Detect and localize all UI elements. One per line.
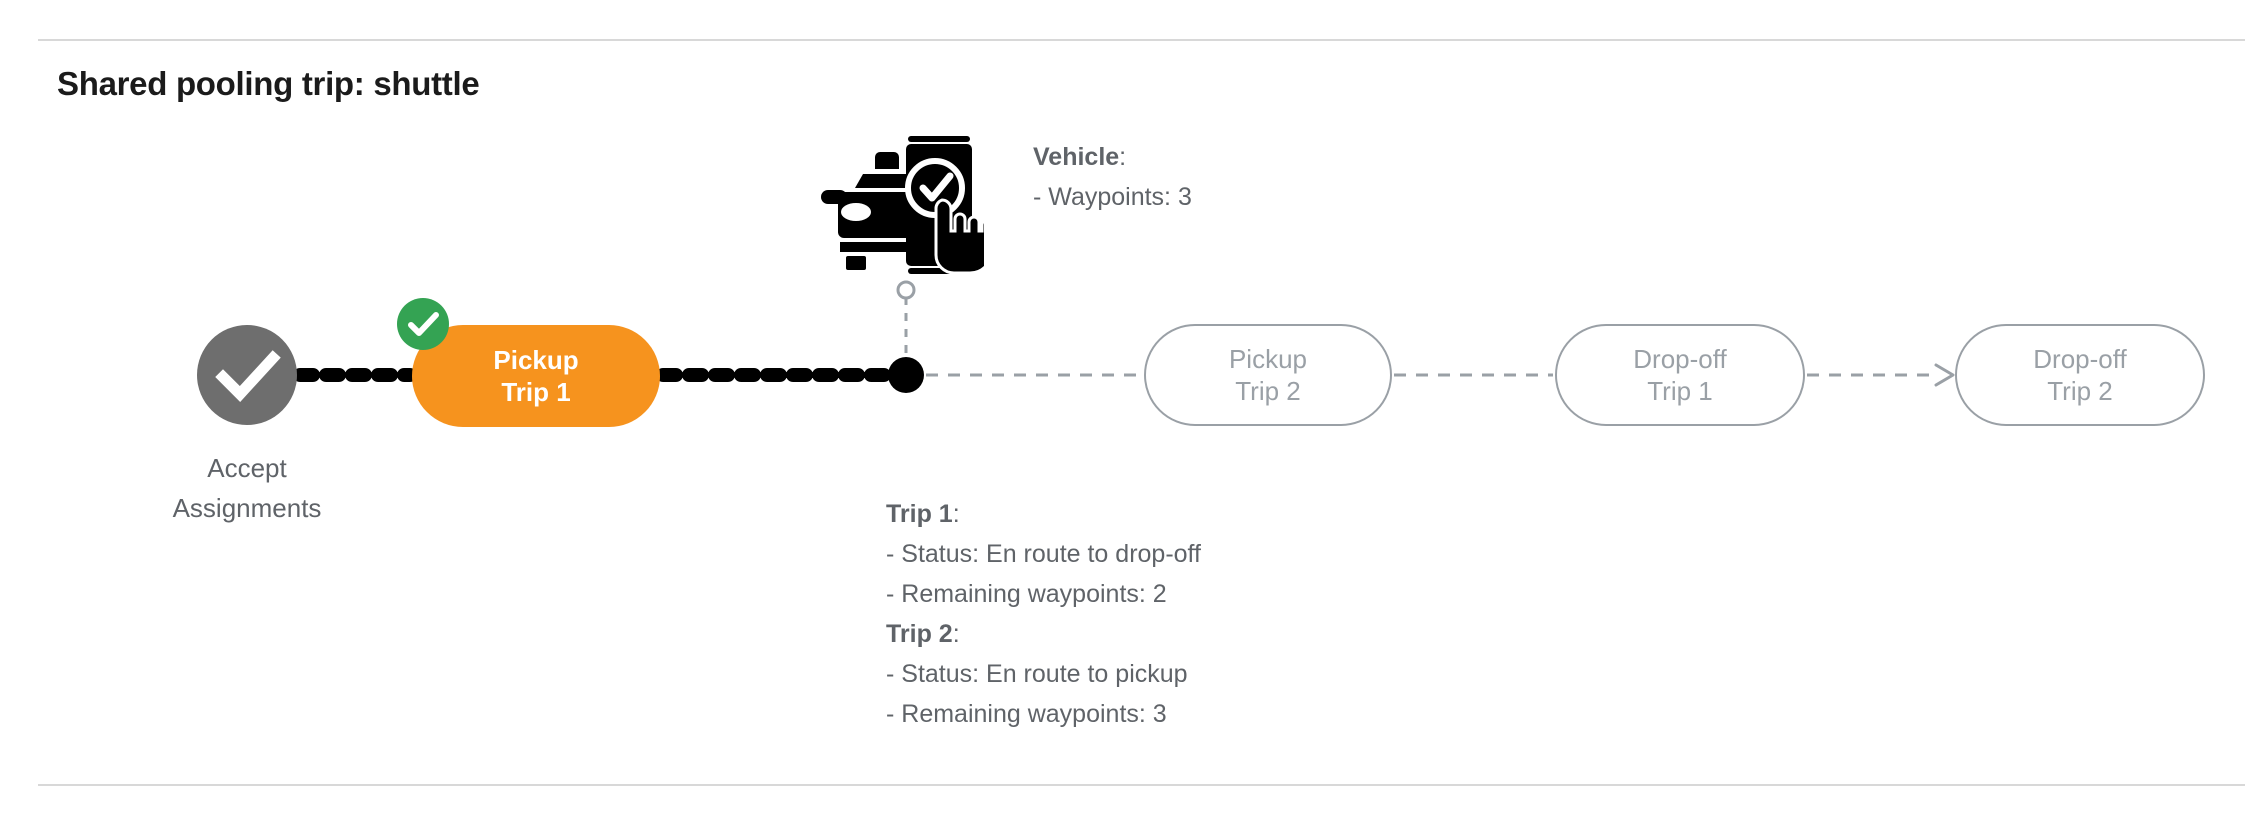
step-pill-dropoff-trip-1-line1: Drop-off bbox=[1633, 344, 1727, 374]
step-pill-dropoff-trip-2-line1: Drop-off bbox=[2033, 344, 2127, 374]
check-circle-icon bbox=[215, 350, 281, 402]
accept-assignments-label: Accept Assignments bbox=[117, 448, 377, 528]
step-pill-dropoff-trip-1-line2: Trip 1 bbox=[1647, 376, 1713, 406]
current-position-dot bbox=[888, 357, 924, 393]
step-pill-pickup-trip-2-line2: Trip 2 bbox=[1235, 376, 1301, 406]
trip-1-heading-label: Trip 1 bbox=[886, 500, 953, 528]
accept-assignments-node[interactable] bbox=[197, 325, 297, 425]
vehicle-info-heading: Vehicle: bbox=[1033, 137, 1192, 177]
trip-2-status-line: - Status: En route to pickup bbox=[886, 660, 1188, 688]
accept-assignments-label-line2: Assignments bbox=[172, 493, 322, 523]
step-pill-pickup-trip-2-line1: Pickup bbox=[1228, 344, 1308, 374]
trip-info-block: Trip 1: - Status: En route to drop-off -… bbox=[886, 494, 1201, 734]
step-pill-dropoff-trip-2-line2: Trip 2 bbox=[2047, 376, 2113, 406]
arrowhead-icon bbox=[1934, 363, 1955, 387]
trip-2-heading-colon: : bbox=[952, 620, 960, 648]
accept-assignments-circle bbox=[197, 325, 297, 425]
completed-check-badge bbox=[397, 298, 449, 350]
car-phone-check-icon bbox=[821, 136, 984, 275]
accept-assignments-label-line1: Accept bbox=[207, 453, 287, 483]
step-pill-pickup-trip-1[interactable]: Pickup Trip 1 bbox=[412, 325, 660, 427]
step-pill-pickup-trip-1-line1: Pickup bbox=[493, 345, 579, 375]
trip-1-status-line: - Status: En route to drop-off bbox=[886, 540, 1201, 568]
step-pill-dropoff-trip-2[interactable]: Drop-off Trip 2 bbox=[1955, 324, 2205, 426]
vehicle-info-block: Vehicle: - Waypoints: 3 bbox=[1033, 137, 1192, 217]
vehicle-waypoints-line: - Waypoints: 3 bbox=[1033, 183, 1192, 211]
trip-1-heading-colon: : bbox=[952, 500, 960, 528]
step-pill-pickup-trip-1-line2: Trip 1 bbox=[501, 377, 571, 407]
trip-2-waypoints-line: - Remaining waypoints: 3 bbox=[886, 700, 1167, 728]
step-pill-dropoff-trip-1[interactable]: Drop-off Trip 1 bbox=[1555, 324, 1805, 426]
trip-1-waypoints-line: - Remaining waypoints: 2 bbox=[886, 580, 1167, 608]
vehicle-info-heading-label: Vehicle bbox=[1033, 143, 1120, 171]
trip-1-heading: Trip 1: bbox=[886, 494, 1201, 534]
trip-2-heading-label: Trip 2 bbox=[886, 620, 953, 648]
top-divider bbox=[38, 39, 2245, 41]
bottom-divider bbox=[38, 784, 2245, 786]
page-title: Shared pooling trip: shuttle bbox=[57, 65, 480, 102]
step-pill-pickup-trip-2[interactable]: Pickup Trip 2 bbox=[1144, 324, 1392, 426]
vehicle-info-heading-colon: : bbox=[1119, 143, 1127, 171]
trip-2-heading: Trip 2: bbox=[886, 614, 1201, 654]
check-icon bbox=[408, 312, 439, 336]
